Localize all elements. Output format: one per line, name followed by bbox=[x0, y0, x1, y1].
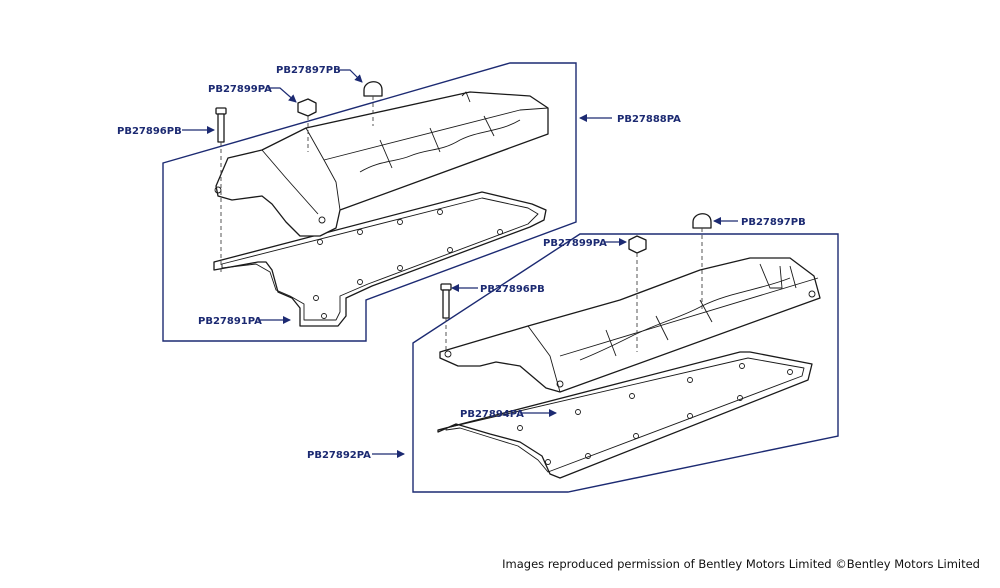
lower-cap-label: PB27897PB bbox=[741, 217, 806, 228]
upper-nut bbox=[297, 98, 317, 152]
lower-bolt-label: PB27896PB bbox=[480, 284, 545, 295]
lower-gasket bbox=[437, 351, 813, 479]
upper-gasket bbox=[213, 191, 547, 327]
lower-nut bbox=[628, 235, 647, 352]
lower-group-frame bbox=[412, 233, 839, 493]
upper-cover-label: PB27888PA bbox=[617, 114, 681, 125]
lower-assembly: PB27896PB PB27899PA PB27897PB PB27894PA … bbox=[307, 213, 839, 493]
copyright-notice: Images reproduced permission of Bentley … bbox=[502, 557, 980, 571]
upper-bolt bbox=[215, 107, 227, 272]
upper-nut-label: PB27899PA bbox=[208, 84, 272, 95]
lower-cover-label: PB27892PA bbox=[307, 450, 371, 461]
lower-bolt bbox=[440, 283, 452, 350]
upper-cam-cover bbox=[214, 91, 549, 237]
upper-cap bbox=[363, 81, 383, 126]
upper-gasket-holes bbox=[313, 209, 503, 319]
upper-bolt-label: PB27896PB bbox=[117, 126, 182, 137]
upper-group-frame bbox=[162, 62, 577, 342]
lower-nut-label: PB27899PA bbox=[543, 238, 607, 249]
upper-assembly: PB27896PB PB27899PA PB27897PB PB27888PA … bbox=[117, 62, 681, 342]
upper-gasket-label: PB27891PA bbox=[198, 316, 262, 327]
upper-cap-label: PB27897PB bbox=[276, 65, 341, 76]
lower-gasket-label: PB27894PA bbox=[460, 409, 524, 420]
lower-gasket-holes bbox=[517, 363, 793, 465]
lower-cap bbox=[692, 213, 712, 310]
lower-cam-cover bbox=[439, 257, 821, 393]
